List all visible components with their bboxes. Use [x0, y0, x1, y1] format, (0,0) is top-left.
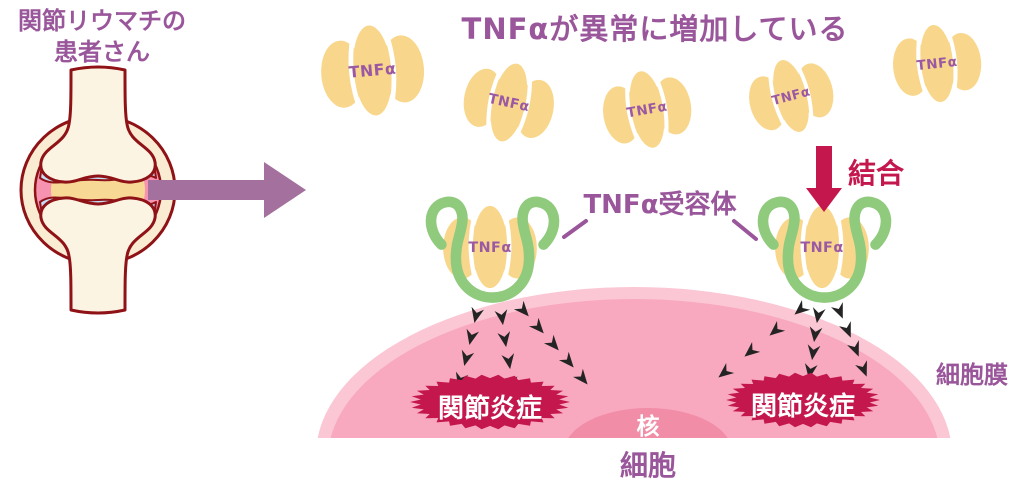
bone-upper — [39, 65, 157, 184]
inflammation-label: 関節炎症 — [750, 392, 855, 422]
cell-label: 細胞 — [619, 449, 676, 482]
binding-label: 結合 — [848, 157, 905, 190]
tnf-molecule: TNFα — [888, 18, 986, 110]
bone-lower — [39, 196, 157, 315]
tnf-molecule-label: TNFα — [916, 54, 958, 74]
membrane-label: 細胞膜 — [936, 361, 1008, 389]
inflammation-burst — [726, 372, 880, 428]
tnf-molecule-bound: TNFα — [774, 203, 870, 291]
patient-label-line2: 患者さん — [54, 38, 150, 66]
inflammation-label: 関節炎症 — [437, 394, 542, 424]
receptor-pointer-lines — [562, 219, 758, 241]
tnf-molecule-label: TNFα — [348, 59, 397, 82]
nucleus-shape — [568, 408, 728, 438]
inflammation-burst — [410, 374, 570, 430]
flow-arrow-icon — [148, 162, 306, 218]
diagram-title: TNFαが異常に増加している — [461, 12, 849, 46]
binding-arrow-icon — [806, 146, 842, 212]
tnf-receptor-icon — [420, 183, 565, 313]
cell-body — [317, 287, 951, 438]
patient-label: 関節リウマチの 患者さん — [4, 6, 200, 68]
tnf-molecule: TNFα — [738, 47, 844, 145]
tnf-molecule-bound: TNFα — [442, 203, 538, 291]
receptor-label: TNFα受容体 — [583, 190, 737, 220]
tnf-molecule-label: TNFα — [626, 99, 669, 122]
nucleus-label: 核 — [636, 414, 660, 440]
tnf-molecule-label: TNFα — [468, 240, 511, 256]
tnf-molecule: TNFα — [455, 51, 563, 153]
tnf-molecule: TNFα — [316, 18, 429, 124]
tnf-molecule-label: TNFα — [800, 240, 843, 256]
patient-label-line1: 関節リウマチの — [18, 7, 186, 35]
tnf-molecule: TNFα — [595, 61, 698, 158]
